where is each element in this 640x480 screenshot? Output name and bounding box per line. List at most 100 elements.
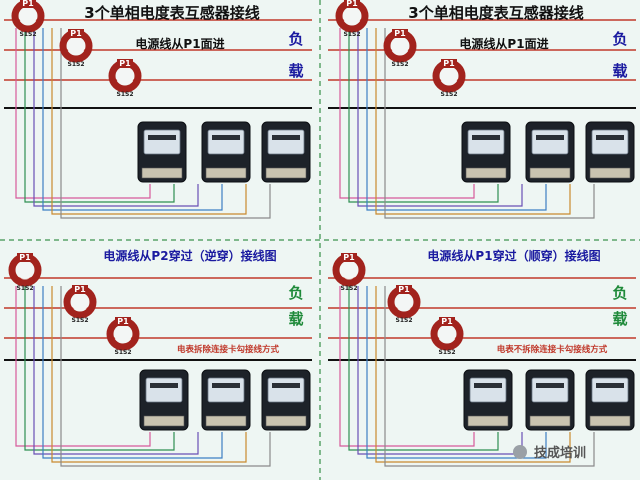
electricity-meter-2 bbox=[525, 369, 575, 431]
meter-counter-2 bbox=[212, 383, 240, 388]
meter-terminal-block-2 bbox=[205, 167, 247, 179]
meter-dial-3 bbox=[267, 377, 305, 403]
ct-terminal-label-1: S1S2 bbox=[20, 31, 37, 38]
ct-cap-2 bbox=[72, 285, 88, 294]
meter-terminal-block-1 bbox=[141, 167, 183, 179]
ct-lead-wire-4 bbox=[42, 286, 223, 459]
ct-lead-wire-4 bbox=[42, 28, 223, 211]
meter-terminal-block-1 bbox=[467, 415, 509, 427]
ct-lead-wire-2 bbox=[24, 28, 175, 203]
load-label-top: 负 bbox=[612, 284, 627, 302]
ct-label-2: P1 bbox=[74, 285, 86, 294]
ct-label-3: P1 bbox=[119, 59, 131, 68]
electricity-meter-1 bbox=[137, 121, 187, 183]
ct-lead-wire-2 bbox=[348, 28, 499, 203]
electricity-meter-2 bbox=[201, 369, 251, 431]
electricity-meter-1 bbox=[461, 121, 511, 183]
panel-subtitle: 电源线从P1面进 bbox=[135, 36, 224, 51]
electricity-meter-3 bbox=[585, 121, 635, 183]
ct-label-1: P1 bbox=[343, 253, 355, 262]
ct-lead-wire-3 bbox=[33, 28, 199, 207]
panel-title: 3个单相电度表互感器接线 bbox=[84, 4, 259, 22]
meter-counter-2 bbox=[536, 383, 564, 388]
ct-label-3: P1 bbox=[441, 317, 453, 326]
ct-lead-wire-3 bbox=[357, 286, 523, 455]
ct-lead-wire-5 bbox=[51, 286, 247, 463]
meter-dial-2 bbox=[207, 377, 245, 403]
ct-cap-1 bbox=[20, 0, 36, 8]
panel-title: 3个单相电度表互感器接线 bbox=[408, 4, 583, 22]
meter-terminal-block-3 bbox=[265, 415, 307, 427]
ct-lead-wire-6 bbox=[60, 28, 271, 219]
meter-counter-3 bbox=[272, 383, 300, 388]
ct-terminal-label-3: S1S2 bbox=[439, 349, 456, 356]
ct-cap-3 bbox=[117, 59, 133, 68]
meter-dial-2 bbox=[207, 129, 245, 155]
meter-dial-1 bbox=[467, 129, 505, 155]
meter-terminal-block-2 bbox=[205, 415, 247, 427]
ct-lead-wire-2 bbox=[24, 286, 175, 451]
ct-terminal-label-3: S1S2 bbox=[441, 91, 458, 98]
meter-terminal-block-3 bbox=[589, 415, 631, 427]
ct-core-3 bbox=[114, 325, 132, 343]
load-label-top: 负 bbox=[612, 30, 627, 48]
ct-cap-1 bbox=[17, 253, 33, 262]
load-label-top: 负 bbox=[288, 284, 303, 302]
meter-counter-3 bbox=[596, 135, 624, 140]
ct-cap-2 bbox=[68, 29, 84, 38]
ct-lead-wire-6 bbox=[60, 286, 271, 467]
watermark-logo-icon bbox=[513, 445, 527, 459]
panel-title: 电源线从P1穿过（顺穿）接线图 bbox=[427, 248, 600, 263]
meter-terminal-block-3 bbox=[265, 167, 307, 179]
meter-counter-1 bbox=[472, 135, 500, 140]
electricity-meter-3 bbox=[261, 121, 311, 183]
meter-dial-2 bbox=[531, 129, 569, 155]
meter-dial-3 bbox=[267, 129, 305, 155]
ct-terminal-label-2: S1S2 bbox=[68, 61, 85, 68]
ct-core-1 bbox=[343, 7, 361, 25]
ct-lead-wire-1 bbox=[15, 286, 151, 447]
ct-label-1: P1 bbox=[22, 0, 34, 8]
ct-terminal-label-2: S1S2 bbox=[396, 317, 413, 324]
ct-core-1 bbox=[340, 261, 358, 279]
ct-core-3 bbox=[438, 325, 456, 343]
ct-label-1: P1 bbox=[19, 253, 31, 262]
ct-core-2 bbox=[391, 37, 409, 55]
meter-counter-2 bbox=[212, 135, 240, 140]
ct-terminal-label-1: S1S2 bbox=[344, 31, 361, 38]
ct-cap-1 bbox=[344, 0, 360, 8]
ct-lead-wire-1 bbox=[339, 28, 475, 199]
ct-terminal-label-2: S1S2 bbox=[72, 317, 89, 324]
meter-terminal-block-3 bbox=[589, 167, 631, 179]
load-label-bottom: 载 bbox=[612, 62, 627, 80]
ct-cap-3 bbox=[439, 317, 455, 326]
meter-counter-2 bbox=[536, 135, 564, 140]
ct-cap-1 bbox=[341, 253, 357, 262]
ct-core-2 bbox=[71, 293, 89, 311]
electricity-meter-2 bbox=[201, 121, 251, 183]
electricity-meter-3 bbox=[585, 369, 635, 431]
ct-cap-3 bbox=[441, 59, 457, 68]
meter-terminal-block-2 bbox=[529, 415, 571, 427]
meter-dial-3 bbox=[591, 377, 629, 403]
ct-terminal-label-1: S1S2 bbox=[341, 285, 358, 292]
meter-terminal-block-1 bbox=[143, 415, 185, 427]
ct-terminal-label-3: S1S2 bbox=[117, 91, 134, 98]
ct-lead-wire-1 bbox=[339, 286, 475, 447]
panel-subtitle: 电源线从P1面进 bbox=[459, 36, 548, 51]
ct-terminal-label-2: S1S2 bbox=[392, 61, 409, 68]
electricity-meter-2 bbox=[525, 121, 575, 183]
